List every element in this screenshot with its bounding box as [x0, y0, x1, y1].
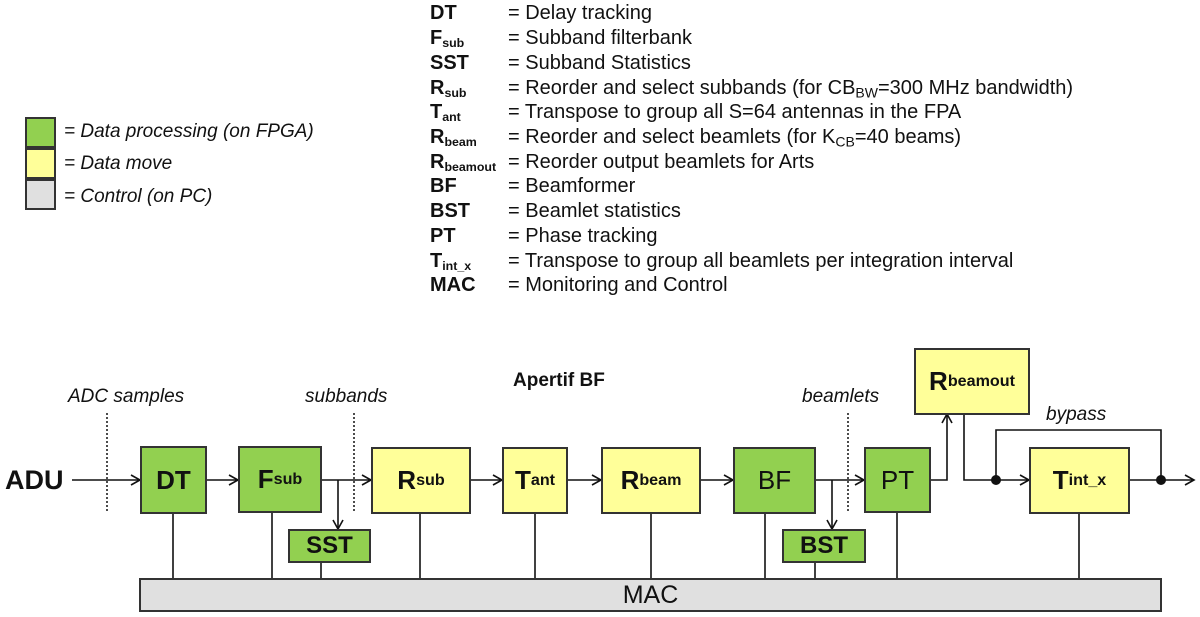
block-label-sub: beamout	[947, 372, 1015, 390]
abbr-desc: = Monitoring and Control	[508, 274, 728, 296]
wire-bypass	[995, 429, 1162, 480]
abbr-desc: = Beamlet statistics	[508, 200, 681, 222]
diagram-title: Apertif BF	[513, 370, 605, 391]
block-label: R	[397, 465, 417, 495]
abbr-key: SST	[430, 52, 469, 74]
legend-data-move: = Data move	[64, 153, 173, 174]
block-label: DT	[156, 464, 191, 495]
abbr-key: R	[430, 151, 445, 173]
block-label: F	[257, 464, 274, 494]
block-label: T	[1052, 465, 1069, 495]
abbr-key-sub: ant	[442, 110, 461, 125]
legend-control: = Control (on PC)	[64, 186, 213, 207]
block-label: R	[929, 366, 948, 396]
abbr-desc-sub: BW	[855, 84, 878, 101]
block-label-sub: beam	[639, 471, 682, 489]
abbr-key: T	[430, 250, 443, 272]
abbr-desc: = Beamformer	[508, 175, 636, 197]
abbr-desc: = Reorder output beamlets for Arts	[508, 151, 815, 173]
block-label-sub: sub	[416, 471, 445, 489]
abbr-desc-post: =40 beams)	[854, 126, 962, 148]
block-dt: DT	[140, 446, 207, 514]
abbr-desc: = Phase tracking	[508, 225, 658, 247]
stage-label-bypass: bypass	[1046, 404, 1107, 425]
block-label-sub: sub	[273, 470, 303, 488]
abbr-desc: = Subband filterbank	[508, 27, 693, 49]
abbr-key: T	[430, 101, 443, 123]
abbr-desc: = Transpose to group all beamlets per in…	[508, 250, 1014, 272]
abbr-key: MAC	[430, 274, 476, 296]
swatch-data-move	[25, 148, 56, 179]
abbr-key: BST	[430, 200, 470, 222]
abbr-key: DT	[430, 2, 457, 24]
arrow-pt-rbeamout	[930, 412, 953, 481]
abbr-key: R	[430, 126, 445, 148]
abbr-key: F	[430, 27, 443, 49]
abbr-desc-pre: = Reorder and select beamlets (for K	[508, 126, 836, 148]
abbr-key: R	[430, 77, 445, 99]
junction-dot-left	[991, 475, 1001, 485]
abbr-key: PT	[430, 225, 456, 247]
block-label-sub: int_x	[1068, 471, 1107, 489]
abbr-key-sub: int_x	[442, 259, 472, 274]
block-bst: BST	[782, 529, 866, 563]
block-bf: BF	[733, 447, 816, 514]
abbr-key-sub: sub	[442, 36, 465, 51]
block-label: BF	[757, 465, 792, 495]
block-label-sub: ant	[530, 471, 556, 489]
block-sst: SST	[288, 529, 371, 563]
block-label: R	[620, 465, 640, 495]
abbr-key-sub: beamout	[444, 160, 497, 175]
block-label: PT	[880, 464, 915, 495]
swatch-control	[25, 179, 56, 210]
abbr-desc: = Reorder and select subbands (for CBBW=…	[508, 77, 1073, 101]
abbr-key: BF	[430, 175, 457, 197]
stage-label-adc-samples: ADC samples	[68, 386, 185, 407]
stage-label-subbands: subbands	[305, 386, 388, 407]
abbr-desc: = Delay tracking	[508, 2, 652, 24]
wire-rbeamout-out	[963, 414, 996, 481]
abbr-desc: = Subband Statistics	[508, 52, 691, 74]
abbr-key-sub: beam	[444, 135, 477, 150]
abbr-desc-post: =300 MHz bandwidth)	[877, 77, 1074, 99]
junction-dot-right	[1156, 475, 1166, 485]
abbr-desc-sub: CB	[835, 133, 855, 150]
stage-label-beamlets: beamlets	[802, 386, 880, 407]
abbr-desc: = Reorder and select beamlets (for KCB=4…	[508, 126, 961, 150]
abbr-desc-pre: = Reorder and select subbands (for CB	[508, 77, 856, 99]
block-label: BST	[800, 532, 848, 559]
block-mac: MAC	[139, 578, 1162, 612]
legend-data-processing: = Data processing (on FPGA)	[64, 121, 314, 142]
block-label: SST	[306, 532, 353, 559]
abbr-desc: = Transpose to group all S=64 antennas i…	[508, 101, 962, 123]
input-label-adu: ADU	[5, 465, 64, 495]
abbr-key-sub: sub	[444, 86, 467, 101]
block-label: MAC	[622, 580, 679, 609]
swatch-data-processing	[25, 117, 56, 148]
block-pt: PT	[864, 447, 931, 513]
block-label: T	[514, 465, 531, 495]
